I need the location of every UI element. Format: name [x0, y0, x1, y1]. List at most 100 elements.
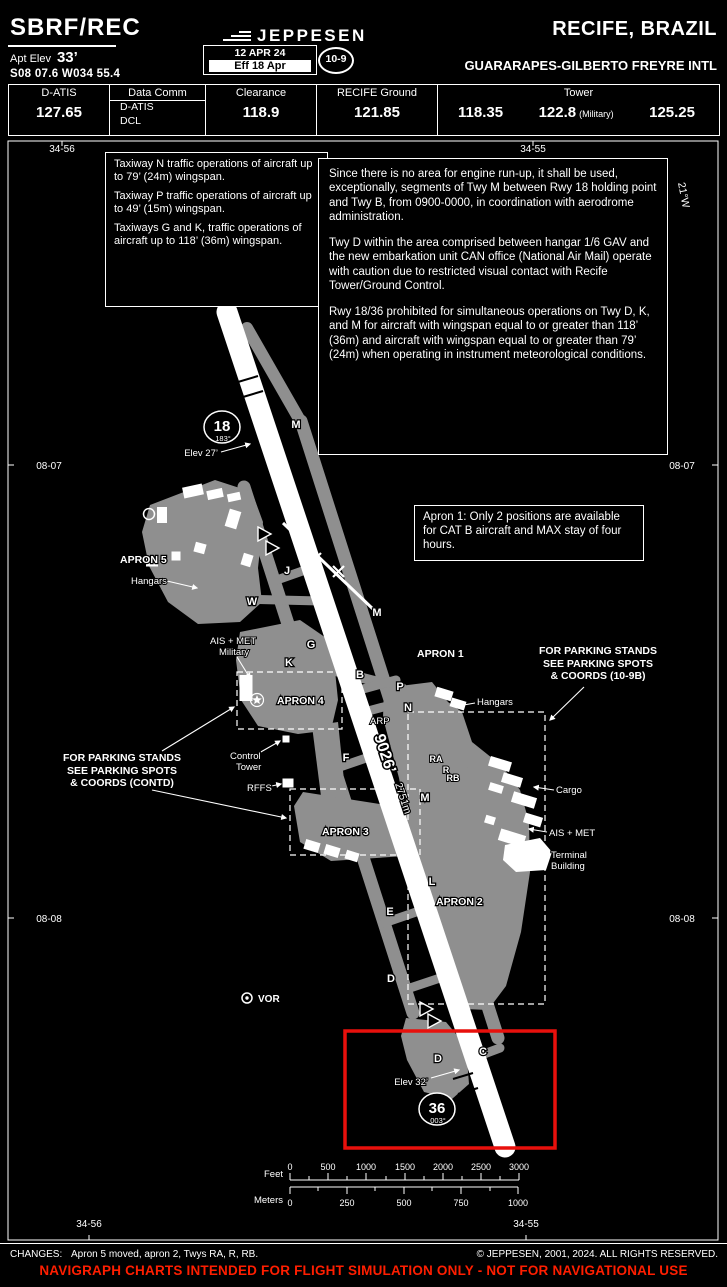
clearance-frequency: 118.9	[242, 104, 280, 121]
copyright-notice: © JEPPESEN, 2001, 2024. ALL RIGHTS RESER…	[476, 1249, 718, 1260]
grid-label: 34-55	[513, 1219, 539, 1230]
apron-1-label: APRON 1	[417, 648, 464, 660]
datacomm-dcl: DCL	[120, 114, 142, 127]
tower-cell: Tower 118.35 122.8 (Military) 125.25	[438, 85, 719, 135]
rffs-arrow	[266, 782, 283, 788]
grid-labels: 34-56 34-55 34-56 34-55 08-07 08-07 08-0…	[36, 144, 695, 1230]
note-paragraph: Since there is no area for engine run-up…	[329, 168, 657, 223]
hangars-arrow	[166, 580, 199, 590]
meters-scale-label: Meters	[254, 1195, 283, 1206]
datis-frequency: 127.65	[36, 104, 82, 121]
datacomm-datis: D-ATIS	[120, 101, 154, 113]
facility-labels: APRON 5 APRON 4 APRON 3 APRON 2 APRON 1 …	[119, 181, 692, 1006]
parking-stands-right-note: FOR PARKING STANDS SEE PARKING SPOTS & C…	[536, 645, 660, 683]
terminal-label-2: Building	[551, 861, 585, 872]
feet-scale-label: Feet	[264, 1169, 283, 1180]
building	[157, 507, 167, 523]
rwy18-heading: 183°	[215, 434, 231, 443]
building	[344, 849, 360, 863]
map-symbols	[241, 171, 668, 1030]
jeppesen-wing-icon	[223, 31, 251, 41]
grid-label: 34-56	[76, 1219, 102, 1230]
vor-symbol	[241, 992, 253, 1004]
taxiway-label: F	[343, 752, 350, 764]
building	[146, 557, 158, 567]
taxiway-label: C	[479, 1046, 487, 1058]
hangars-e-arrow	[456, 702, 476, 709]
tower-frequency-1: 118.35	[458, 104, 504, 121]
scale-tick-label: 500	[320, 1162, 335, 1172]
taxiway-label: G	[307, 639, 316, 651]
taxiway-label: K	[285, 657, 293, 669]
taxiway-label: W	[247, 596, 258, 608]
taxiway-label: B	[356, 669, 364, 681]
taxiway-label: J	[284, 565, 290, 577]
military-star-icon	[252, 695, 262, 704]
stand-rb-label: RB	[447, 773, 460, 783]
ais-met-military-label: AIS + MET	[210, 636, 256, 647]
stand-ra-label: RA	[430, 754, 443, 764]
hangar-building	[434, 686, 454, 702]
datis-label: D-ATIS	[41, 87, 77, 99]
taxiway-e	[379, 905, 427, 928]
parking-note-line: FOR PARKING STANDS	[62, 752, 182, 764]
cargo-building	[500, 772, 524, 788]
clearance-label: Clearance	[235, 87, 287, 99]
apron-5-label: APRON 5	[120, 554, 167, 566]
rffs-building	[282, 778, 294, 788]
hangar-building	[206, 487, 224, 501]
hangar-building	[182, 483, 204, 499]
terminal-building-shape	[503, 838, 552, 872]
building	[303, 839, 321, 853]
note-paragraph: Rwy 18/36 prohibited for simultaneous op…	[329, 306, 650, 361]
note-paragraph: Taxiway N traffic operations of aircraft…	[114, 158, 313, 183]
apron-4-pavement	[236, 620, 338, 734]
grid-label: 08-08	[36, 914, 62, 925]
note-paragraph: Taxiways G and K, traffic operations of …	[114, 221, 302, 247]
control-tower-label: Control	[230, 751, 261, 762]
scale-tick-label: 0	[287, 1162, 292, 1172]
rwy36-turnpad	[401, 1018, 469, 1099]
building	[484, 814, 496, 826]
taxiway-label: D	[387, 973, 395, 985]
parking-left-arrow-1	[161, 706, 236, 752]
cargo-arrow	[532, 784, 555, 791]
ident-underline	[8, 45, 116, 47]
datacomm-label: Data Comm	[128, 87, 187, 99]
airport-elevation: Apt Elev 33’	[10, 49, 78, 66]
airport-name: GUARARAPES-GILBERTO FREYRE INTL	[464, 58, 717, 73]
taxiway-label: P	[396, 681, 403, 693]
highlight-red-box	[343, 1029, 557, 1150]
scale-tick-label: 2500	[471, 1162, 491, 1172]
cargo-label: Cargo	[556, 785, 582, 796]
building	[193, 541, 207, 555]
arp-symbol	[356, 721, 368, 733]
tower-frequency-3: 125.25	[649, 104, 695, 121]
building	[323, 844, 341, 858]
chart-index-number: 10-9	[318, 47, 354, 74]
flag-symbol	[257, 525, 273, 543]
scale-tick-label: 250	[339, 1198, 354, 1208]
tank-symbol	[142, 507, 156, 521]
closed-taxiway-x-marks	[309, 552, 345, 578]
datacomm-cell: Data Comm D-ATIS DCL	[110, 85, 206, 135]
ground-frequency: 121.85	[354, 104, 400, 121]
changes-label: CHANGES:	[10, 1249, 63, 1260]
grid-label: 34-56	[49, 144, 75, 155]
tower-frequency-2: 122.8	[538, 104, 577, 121]
parking-note-line: & COORDS (10-9B)	[550, 670, 646, 683]
chart-frame	[7, 140, 719, 1241]
taxiway-label: N	[404, 702, 412, 714]
terminal-arrow	[532, 851, 549, 861]
changes-note: CHANGES: Apron 5 moved, apron 2, Twys RA…	[10, 1249, 258, 1260]
scale-tick-label: 1000	[508, 1198, 528, 1208]
building	[510, 791, 538, 809]
apron-3-label: APRON 3	[322, 826, 369, 838]
elev32-arrow	[430, 1068, 461, 1079]
apron-2-label: APRON 2	[436, 896, 483, 908]
scale-tick-label: 1500	[395, 1162, 415, 1172]
airport-ident: SBRF/REC	[10, 14, 141, 41]
grid-label: 08-07	[669, 461, 695, 472]
scale-bar-lines	[289, 1173, 520, 1194]
